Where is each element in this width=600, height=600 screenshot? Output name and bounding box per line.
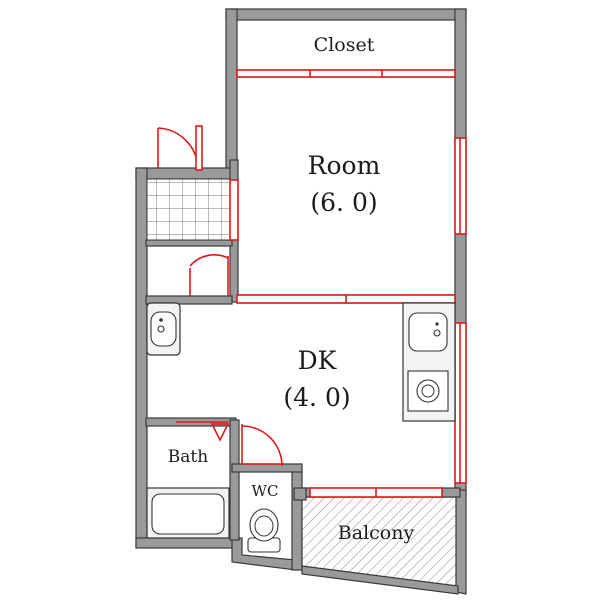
openings [157,69,467,498]
balcony-label: Balcony [338,522,415,544]
room-label: Room [308,151,381,180]
toilet [247,508,281,553]
room-size: (6. 0) [310,188,377,217]
wash-basin [146,302,181,356]
bathtub [146,487,230,539]
wc-label: WC [252,482,279,500]
tile-area [146,178,231,241]
dk-size: (4. 0) [283,383,350,412]
kitchen-counter [402,302,456,422]
dk-label: DK [298,346,338,375]
exterior-walls [135,8,467,571]
bath-label: Bath [168,447,208,467]
closet-label: Closet [314,34,375,56]
